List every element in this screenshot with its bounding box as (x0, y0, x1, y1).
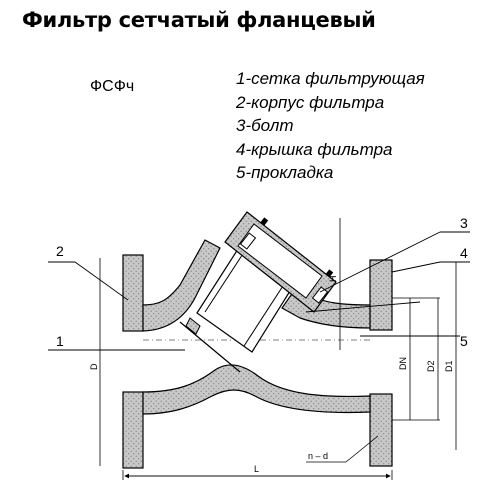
callout-4: 4 (460, 245, 468, 261)
callout-5: 5 (460, 333, 468, 349)
legend-item-bolt: 3-болт (236, 116, 294, 135)
filter-body (122, 211, 393, 469)
callout-3: 3 (460, 215, 468, 231)
legend-item-cover: 4-крышка фильтра (236, 139, 393, 159)
callout-2: 2 (56, 243, 64, 259)
callout-1: 1 (56, 333, 64, 349)
legend-item-gasket: 5-прокладка (236, 163, 334, 182)
dim-length: L (254, 464, 259, 474)
legend-item-mesh: 1-сетка фильтрующая (236, 69, 425, 88)
dim-D2: D2 (426, 360, 436, 372)
dim-DN: DN (398, 357, 408, 370)
parts-legend: 1-сетка фильтрующая 2-корпус фильтра 3-б… (236, 67, 425, 185)
legend-item-body: 2-корпус фильтра (236, 92, 385, 112)
dim-D1: D1 (444, 360, 454, 372)
page-title: Фильтр сетчатый фланцевый (22, 8, 376, 32)
dim-D: D (89, 363, 99, 370)
model-code: ФСФч (90, 78, 135, 95)
dim-height: H (328, 276, 338, 283)
dimension-lines (99, 218, 457, 480)
dim-bolt-note: n – d (308, 451, 328, 461)
